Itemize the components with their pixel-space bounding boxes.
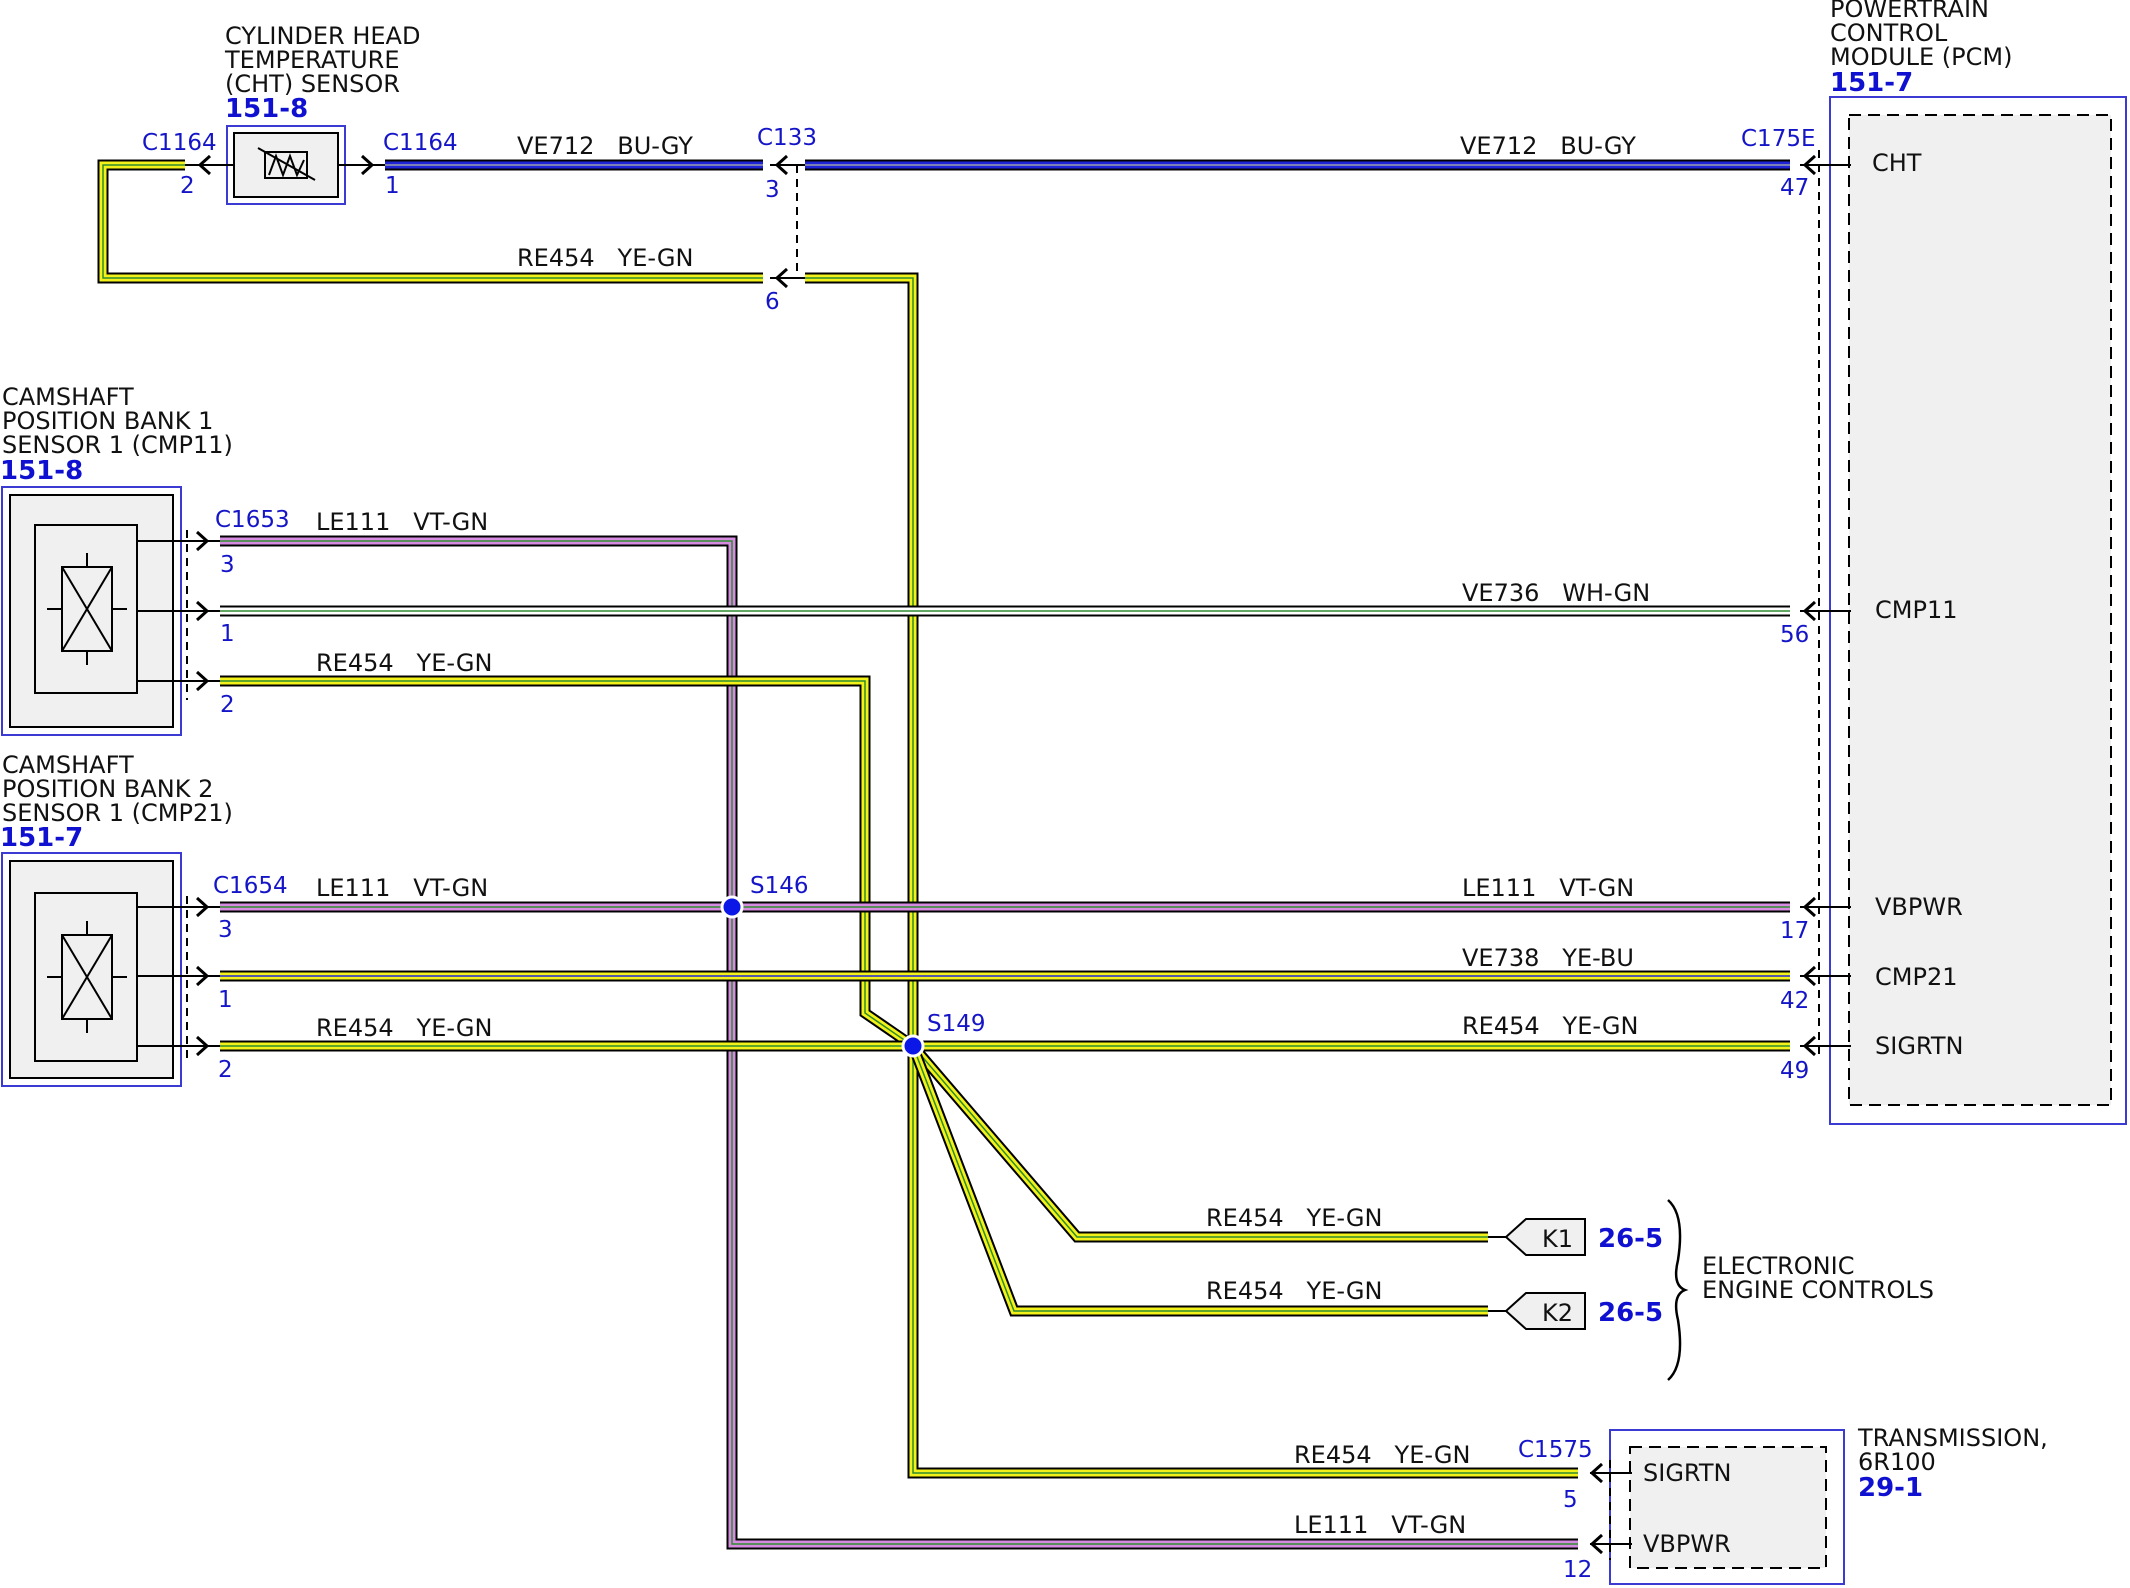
svg-text:CAMSHAFT: CAMSHAFT: [2, 751, 134, 779]
cmp21-title: CAMSHAFT POSITION BANK 2 SENSOR 1 (CMP21…: [0, 751, 233, 853]
pcm-signal-cmp11: CMP11: [1875, 596, 1957, 624]
pin-cht-1: 1: [385, 173, 400, 199]
wire-label-re454-pcm: RE454 YE-GN: [1462, 1012, 1638, 1040]
svg-text:SENSOR 1 (CMP21): SENSOR 1 (CMP21): [2, 799, 233, 827]
cmp11-sensor: [1, 486, 220, 736]
eec-k1-tag: [1488, 1218, 1586, 1256]
svg-text:MODULE (PCM): MODULE (PCM): [1830, 43, 2012, 71]
pin-pcm-47: 47: [1780, 175, 1809, 201]
cht-ref: 151-8: [225, 94, 308, 124]
connector-c1575: C1575: [1518, 1437, 1593, 1463]
pin-pcm-56: 56: [1780, 622, 1809, 648]
wire-label-ve736: VE736 WH-GN: [1462, 579, 1650, 607]
wire-label-re454-top: RE454 YE-GN: [517, 244, 693, 272]
wire-re454-top: [97, 159, 1578, 1479]
pcm-module: [1800, 96, 2127, 1125]
connector-c133: C133: [757, 125, 817, 151]
pcm-ref: 151-7: [1830, 68, 1913, 98]
svg-text:CYLINDER HEAD: CYLINDER HEAD: [225, 22, 420, 50]
wire-label-le111-trans: LE111 VT-GN: [1294, 1511, 1466, 1539]
pcm-signal-cht: CHT: [1872, 149, 1922, 177]
cmp21-ref: 151-7: [0, 823, 83, 853]
connector-c1653: C1653: [215, 507, 290, 533]
wire-label-ve712-a: VE712 BU-GY: [517, 132, 693, 160]
svg-text:6R100: 6R100: [1858, 1448, 1936, 1476]
splice-s149: [901, 1034, 925, 1058]
wire-label-le111-cmp11: LE111 VT-GN: [316, 508, 488, 536]
svg-text:CAMSHAFT: CAMSHAFT: [2, 383, 134, 411]
wire-label-re454-cmp21: RE454 YE-GN: [316, 1014, 492, 1042]
pin-cmp21-3: 3: [218, 917, 233, 943]
pin-cmp21-2: 2: [218, 1057, 233, 1083]
pin-c133-6: 6: [765, 289, 780, 315]
k2-ref: 26-5: [1598, 1298, 1663, 1328]
wire-label-ve712-b: VE712 BU-GY: [1460, 132, 1636, 160]
eec-k2-tag: [1488, 1292, 1586, 1330]
cmp21-sensor: [1, 852, 220, 1087]
pin-cmp11-2: 2: [220, 692, 235, 718]
pin-cht-2: 2: [180, 173, 195, 199]
wire-label-ve738: VE738 YE-BU: [1462, 944, 1634, 972]
wire-re454-k1: [908, 1042, 1488, 1243]
pcm-signal-sigrtn: SIGRTN: [1875, 1032, 1963, 1060]
wire-label-le111-cmp21: LE111 VT-GN: [316, 874, 488, 902]
svg-text:ELECTRONIC: ELECTRONIC: [1702, 1252, 1854, 1280]
connector-c175e: C175E: [1741, 126, 1816, 152]
trans-signal-sigrtn: SIGRTN: [1643, 1459, 1731, 1487]
pin-pcm-17: 17: [1780, 918, 1809, 944]
eec-title: ELECTRONIC ENGINE CONTROLS: [1702, 1252, 1934, 1304]
svg-text:TEMPERATURE: TEMPERATURE: [224, 46, 400, 74]
wire-label-re454-k2: RE454 YE-GN: [1206, 1277, 1382, 1305]
pcm-title: POWERTRAIN CONTROL MODULE (PCM) 151-7: [1830, 0, 2012, 98]
transmission-module: [1590, 1429, 1845, 1585]
wire-label-re454-cmp11: RE454 YE-GN: [316, 649, 492, 677]
svg-text:SENSOR 1 (CMP11): SENSOR 1 (CMP11): [2, 431, 233, 459]
splice-s146-label: S146: [750, 873, 809, 899]
wire-label-re454-k1: RE454 YE-GN: [1206, 1204, 1382, 1232]
c133-connector: [770, 154, 805, 289]
wire-re454-cmp11: [220, 675, 917, 1051]
wire-label-re454-trans: RE454 YE-GN: [1294, 1441, 1470, 1469]
cht-sensor: [185, 125, 385, 205]
cht-title: CYLINDER HEAD TEMPERATURE (CHT) SENSOR 1…: [224, 22, 420, 124]
transmission-ref: 29-1: [1858, 1473, 1923, 1503]
svg-text:ENGINE CONTROLS: ENGINE CONTROLS: [1702, 1276, 1934, 1304]
pin-pcm-42: 42: [1780, 988, 1809, 1014]
splice-s149-label: S149: [927, 1011, 986, 1037]
cmp11-title: CAMSHAFT POSITION BANK 1 SENSOR 1 (CMP11…: [0, 383, 233, 486]
pin-c133-3: 3: [765, 177, 780, 203]
svg-text:TRANSMISSION,: TRANSMISSION,: [1857, 1424, 2048, 1452]
transmission-title: TRANSMISSION, 6R100 29-1: [1857, 1424, 2048, 1503]
k2-label: K2: [1542, 1299, 1573, 1327]
connector-c1654: C1654: [213, 873, 288, 899]
pin-trans-12: 12: [1563, 1557, 1592, 1583]
connector-c1164-left: C1164: [142, 130, 217, 156]
trans-signal-vbpwr: VBPWR: [1643, 1530, 1731, 1558]
pin-cmp11-3: 3: [220, 552, 235, 578]
wire-label-le111-pcm: LE111 VT-GN: [1462, 874, 1634, 902]
pin-cmp21-1: 1: [218, 987, 233, 1013]
cmp11-ref: 151-8: [0, 456, 83, 486]
svg-text:POWERTRAIN: POWERTRAIN: [1830, 0, 1989, 23]
k1-label: K1: [1542, 1225, 1573, 1253]
pin-trans-5: 5: [1563, 1487, 1578, 1513]
svg-text:POSITION BANK 1: POSITION BANK 1: [2, 407, 213, 435]
eec-brace: [1667, 1199, 1689, 1381]
splice-s146: [720, 895, 744, 919]
svg-text:(CHT) SENSOR: (CHT) SENSOR: [225, 70, 400, 98]
pin-pcm-49: 49: [1780, 1058, 1809, 1084]
pcm-signal-vbpwr: VBPWR: [1875, 893, 1963, 921]
pin-cmp11-1: 1: [220, 621, 235, 647]
pcm-signal-cmp21: CMP21: [1875, 963, 1957, 991]
k1-ref: 26-5: [1598, 1224, 1663, 1254]
wire-re454-k2: [907, 1044, 1488, 1317]
connector-c1164-right: C1164: [383, 130, 458, 156]
svg-text:CONTROL: CONTROL: [1830, 19, 1948, 47]
svg-text:POSITION BANK 2: POSITION BANK 2: [2, 775, 213, 803]
